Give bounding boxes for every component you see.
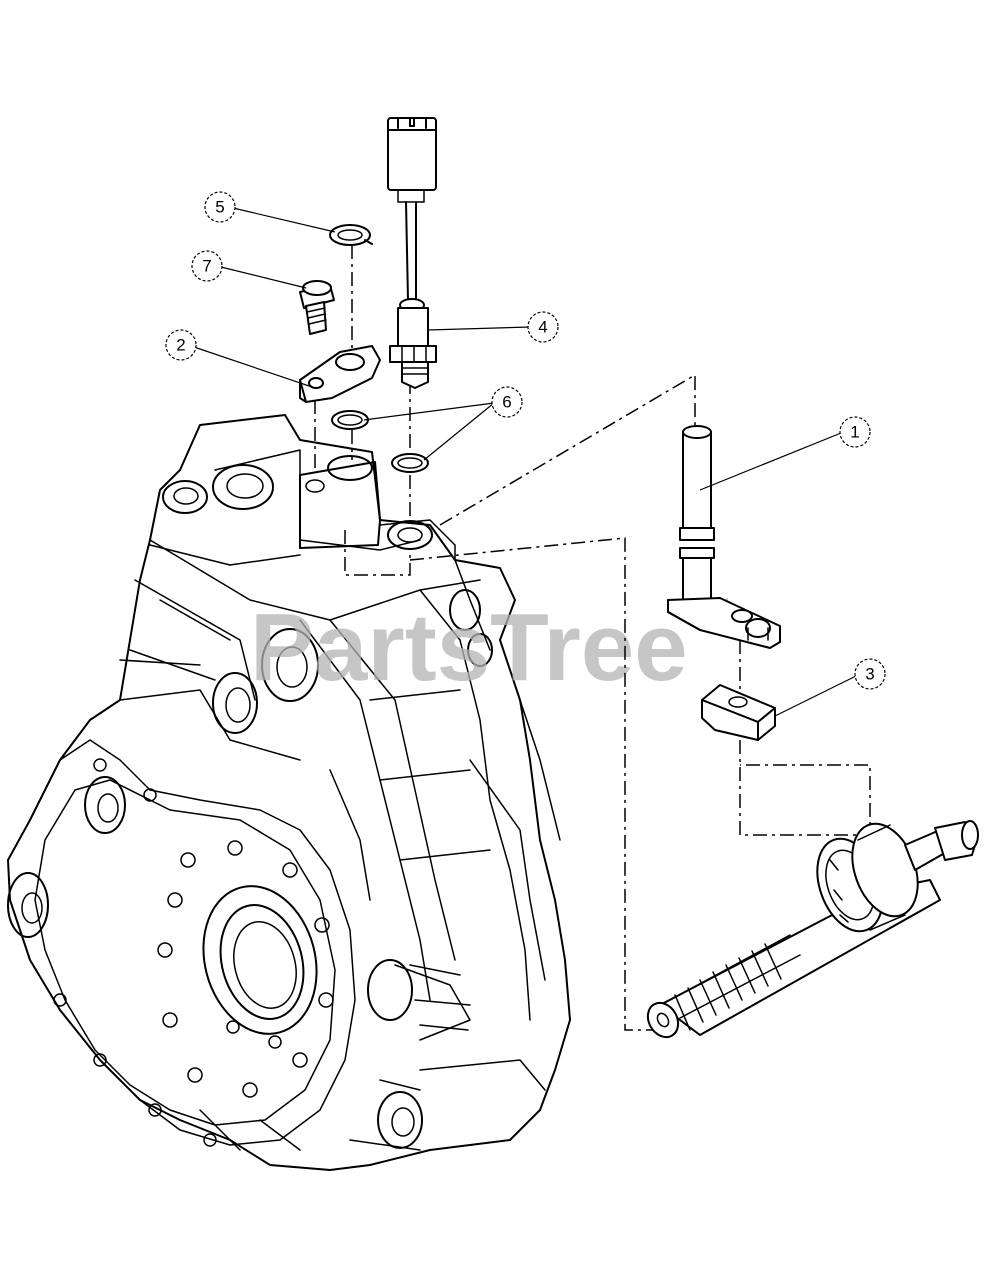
callout-1: 1 <box>839 416 871 448</box>
splined-shaft <box>646 820 979 1039</box>
callout-2: 2 <box>165 329 197 361</box>
callout-3: 3 <box>854 658 886 690</box>
switch-sensor <box>387 117 437 389</box>
callout-7-label: 7 <box>202 257 211 276</box>
plate <box>299 345 381 403</box>
snap-ring <box>329 224 373 246</box>
callout-1-label: 1 <box>850 423 859 442</box>
callout-3-label: 3 <box>865 665 874 684</box>
callout-4: 4 <box>527 311 559 343</box>
block <box>701 684 776 741</box>
callouts: 1 2 3 4 5 6 7 <box>165 191 886 690</box>
o-rings <box>331 410 429 473</box>
callout-6-label: 6 <box>502 393 511 412</box>
callout-7: 7 <box>191 250 223 282</box>
transmission-housing <box>7 414 571 1171</box>
callout-4-label: 4 <box>538 318 547 337</box>
shaft-lever <box>667 425 781 649</box>
callout-5: 5 <box>204 191 236 223</box>
watermark-text: PartsTree <box>250 594 688 701</box>
callout-5-label: 5 <box>215 198 224 217</box>
leader-lines <box>193 207 859 717</box>
watermark: PartsTree TM <box>250 594 728 701</box>
bolt <box>299 280 335 335</box>
callout-6: 6 <box>491 386 523 418</box>
callout-2-label: 2 <box>176 336 185 355</box>
